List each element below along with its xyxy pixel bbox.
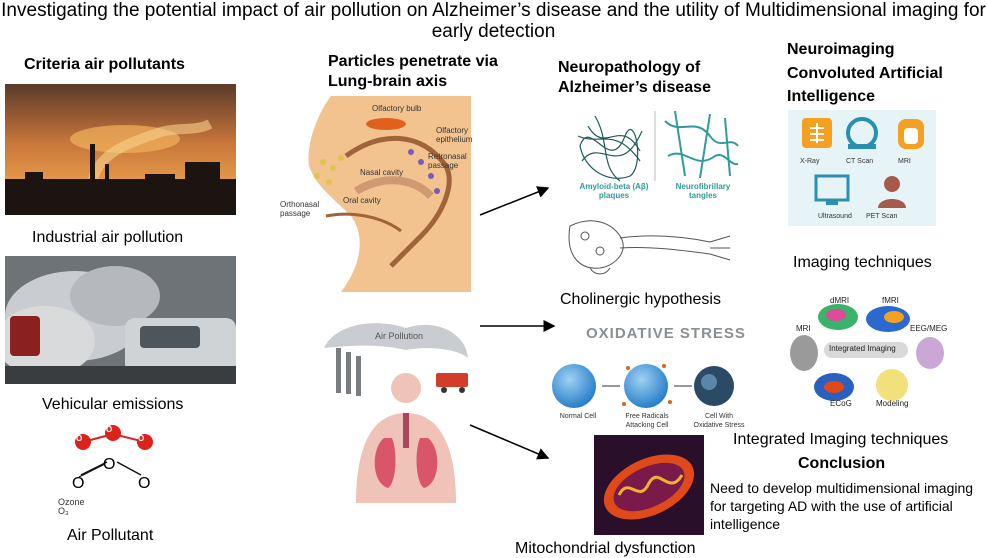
ecog-label: ECoG <box>830 399 852 408</box>
tangles-label-2: tangles <box>688 191 717 200</box>
amyloid-label-1: Amyloid-beta (Aβ) <box>579 182 649 191</box>
mitochondrial-caption: Mitochondrial dysfunction <box>515 540 696 557</box>
amyloid-label: Amyloid-beta (Aβ) plaques <box>579 182 649 200</box>
pollutant-caption: Air Pollutant <box>67 527 154 544</box>
ultrasound-label: Ultrasound <box>818 213 852 220</box>
lung-brain-heading-2: Lung-brain axis <box>328 73 448 90</box>
page-title: Investigating the potential impact of ai… <box>1 0 986 42</box>
ozone-atom-2: O <box>106 425 113 434</box>
nasal-cavity-label: Nasal cavity <box>360 168 404 177</box>
neuroimaging-heading-3: Intelligence <box>787 88 876 105</box>
olfactory-bulb-label: Olfactory bulb <box>372 104 422 113</box>
neuroimaging-heading-2: Convoluted Artificial <box>787 65 943 82</box>
conclusion-text: Need to develop multidimensional imaging… <box>710 480 974 532</box>
xray-label: X-Ray <box>800 158 820 165</box>
neuropathology-heading-1: Neuropathology of <box>558 59 701 76</box>
imaging-modalities-panel <box>788 110 936 226</box>
lung-brain-heading-1: Particles penetrate via <box>328 53 498 70</box>
oxidative-title: OXIDATIVE STRESS <box>586 325 746 342</box>
ozone-atom-3: O <box>138 434 145 443</box>
vehicular-photo <box>5 256 236 384</box>
ozone-formula: O₃ <box>58 506 69 516</box>
mitochondria-image <box>594 435 704 535</box>
neuropathology-heading-2: Alzheimer’s disease <box>558 79 711 96</box>
neuroimaging-heading-1: Neuroimaging <box>787 41 895 58</box>
oxidative-cells <box>546 356 736 416</box>
tangles-label-1: Neurofibrillary <box>675 182 731 191</box>
amyloid-tangles-image <box>570 106 740 196</box>
ozone-atom-1: O <box>76 434 83 443</box>
industrial-photo <box>5 84 236 215</box>
normal-cell-label: Normal Cell <box>559 413 597 420</box>
olfactory-epithelium-label: Olfactory epithelium <box>436 126 473 144</box>
criteria-heading: Criteria air pollutants <box>24 56 185 73</box>
integrated-imaging-diagram <box>786 295 946 410</box>
ozone-atom-center: O <box>103 456 116 473</box>
conclusion-heading: Conclusion <box>798 455 886 472</box>
cholinergic-caption: Cholinergic hypothesis <box>560 291 721 308</box>
oral-cavity-label: Oral cavity <box>343 196 381 205</box>
fmri-label: fMRI <box>882 296 899 305</box>
free-radicals-label: Free Radicals Attacking Cell <box>625 413 669 429</box>
modeling-label: Modeling <box>876 399 909 408</box>
air-pollution-label: Air Pollution <box>375 331 424 341</box>
retronasal-label: Retronasal passage <box>428 152 467 170</box>
cholinergic-diagram <box>560 206 740 278</box>
pet-label: PET Scan <box>866 213 898 220</box>
imaging-techniques-caption: Imaging techniques <box>793 254 932 271</box>
orthonasal-label: Orthonasal passage <box>280 200 320 218</box>
vehicular-caption: Vehicular emissions <box>42 396 184 413</box>
integrated-techniques-caption: Integrated Imaging techniques <box>733 431 949 448</box>
dmri-label: dMRI <box>830 296 850 305</box>
eeg-label: EEG/MEG <box>910 324 948 333</box>
mri-label: MRI <box>898 158 911 165</box>
ozone-atom-right: O <box>138 475 151 492</box>
ozone-name: Ozone <box>58 497 85 507</box>
cell-oxidative-label: Cell With Oxidative Stress <box>693 413 745 429</box>
mri2-label: MRI <box>796 324 811 333</box>
integrated-label: Integrated Imaging <box>829 344 896 353</box>
tangles-label: Neurofibrillary tangles <box>668 182 738 200</box>
connector-arrows <box>470 186 556 460</box>
ozone-molecule <box>55 420 175 520</box>
ozone-atom-left: O <box>72 475 85 492</box>
industrial-caption: Industrial air pollution <box>32 229 184 246</box>
ct-label: CT Scan <box>846 158 874 165</box>
human-lung-figure <box>316 318 476 503</box>
nasal-diagram <box>271 96 471 292</box>
amyloid-label-2: plaques <box>598 191 630 200</box>
